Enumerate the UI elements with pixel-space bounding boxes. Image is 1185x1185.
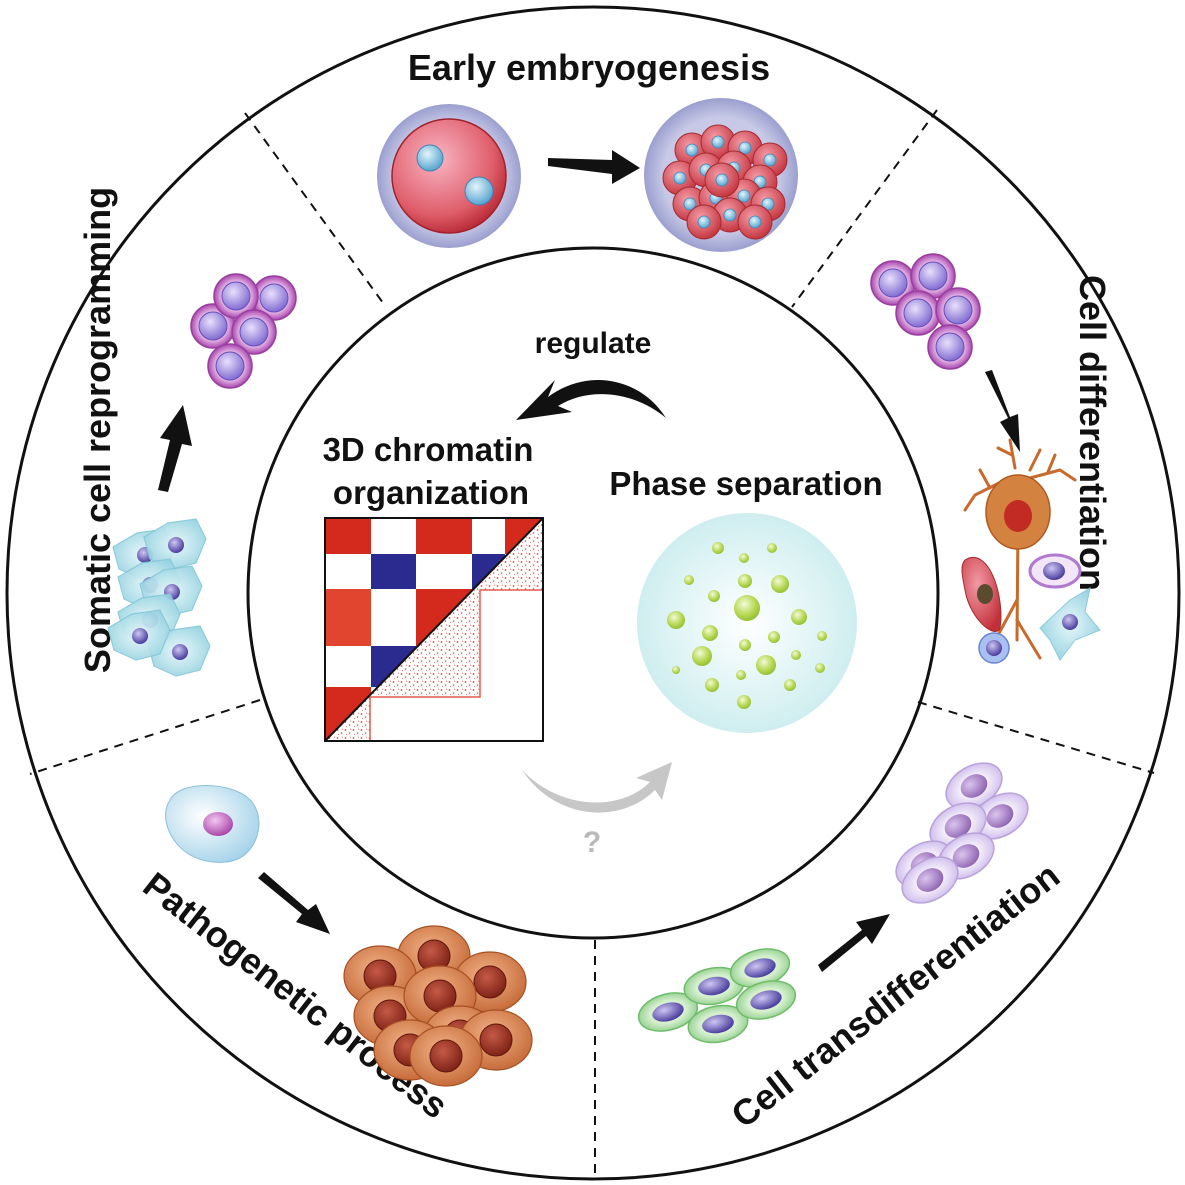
lavender-cell-nucleus (986, 804, 1014, 828)
stem-cell-cluster (190, 273, 297, 389)
label-cell-differentiation: Cell differentiation (1072, 275, 1113, 591)
unknown-arrow (522, 762, 672, 813)
stem-cell-cluster (870, 253, 981, 370)
tumor-cluster (343, 925, 533, 1087)
blastomere-nucleus (737, 189, 751, 203)
green-cell-nucleus (744, 958, 776, 978)
stem-cell-nucleus (903, 298, 933, 328)
divider-left (29, 699, 261, 775)
pathogenetic-illustration (165, 785, 533, 1087)
stem-cell-nucleus (215, 351, 245, 381)
pronucleus (416, 144, 444, 172)
stem-cell-nucleus (935, 332, 965, 362)
stem-cell-nucleus (198, 311, 228, 341)
lavender-cell-nucleus (960, 774, 988, 798)
stem-cell-nucleus (878, 268, 908, 298)
zygote (391, 118, 507, 234)
blastomere-nucleus (748, 215, 762, 229)
blastomere-nucleus (711, 135, 725, 149)
label-early-embryogenesis: Early embryogenesis (408, 47, 770, 88)
center-content: regulate 3D chromatin organization Phase… (323, 327, 883, 859)
divider-top-right (791, 109, 938, 308)
phase-separation-droplet (637, 513, 857, 733)
green-cell-nucleus (698, 976, 730, 996)
differentiation-illustration (870, 253, 1101, 664)
phase-separation-label: Phase separation (609, 465, 882, 502)
lavender-cell-nucleus (952, 844, 980, 868)
fibroblast-nucleus (1062, 614, 1078, 630)
regulate-label: regulate (535, 327, 652, 360)
blastomere-nucleus (673, 171, 687, 185)
stem-cell-nucleus (943, 295, 973, 325)
divider-top-left (244, 112, 387, 308)
blastomere-nucleus (738, 141, 752, 155)
fibroblast-cluster (107, 518, 211, 677)
hic-contact-map (324, 517, 544, 742)
morula (662, 124, 788, 240)
spindle-nucleus (977, 584, 993, 604)
blastomere-nucleus (723, 208, 737, 222)
fibroblast-nucleus (172, 644, 188, 660)
embryo-arrow (548, 150, 640, 184)
lavender-cell-nucleus (944, 814, 972, 838)
blastomere-nucleus (715, 173, 729, 187)
inner-circle (246, 246, 940, 940)
fibroblast-nucleus (132, 628, 148, 644)
blastomere-nucleus (683, 197, 697, 211)
chromatin-label-line2: organization (333, 474, 529, 511)
fibroblast-nucleus (168, 537, 184, 553)
green-cell-nucleus (702, 1014, 734, 1034)
neuron-nucleus (1004, 500, 1032, 532)
unknown-question-mark: ? (583, 826, 601, 859)
lavender-cell-nucleus (916, 868, 944, 892)
blastomere-nucleus (761, 197, 775, 211)
blastomere-nucleus (763, 153, 777, 167)
lavender-cell-cluster (895, 762, 1029, 904)
transdifferentiation-illustration (637, 762, 1029, 1044)
embryogenesis-illustration (377, 98, 798, 252)
tumor-nucleus (473, 965, 507, 999)
chromatin-label-line1: 3D chromatin (323, 431, 534, 468)
green-cell-nucleus (750, 990, 782, 1010)
green-cell-cluster (637, 948, 797, 1044)
label-somatic-cell-reprogramming: Somatic cell reprogramming (77, 187, 118, 673)
oval-nucleus (1043, 562, 1065, 580)
reprogramming-arrow (158, 405, 192, 492)
small-blue-nucleus (986, 640, 1002, 656)
stem-cell-nucleus (259, 283, 289, 313)
normal-nucleus (203, 812, 233, 836)
tumor-nucleus (479, 1023, 513, 1057)
differentiation-arrow (985, 370, 1020, 452)
stem-cell-nucleus (239, 317, 269, 347)
transdifferentiation-arrow (818, 914, 890, 972)
stem-cell-nucleus (221, 281, 251, 311)
stem-cell-nucleus (918, 261, 948, 291)
reprogramming-illustration (107, 273, 297, 677)
pathogenetic-arrow (258, 872, 330, 934)
blastomere-nucleus (697, 215, 711, 229)
pronucleus (464, 176, 494, 206)
regulate-arrow (516, 380, 666, 420)
green-cell-nucleus (652, 1002, 684, 1022)
blastomere-nucleus (685, 143, 699, 157)
tumor-nucleus (429, 1039, 463, 1073)
